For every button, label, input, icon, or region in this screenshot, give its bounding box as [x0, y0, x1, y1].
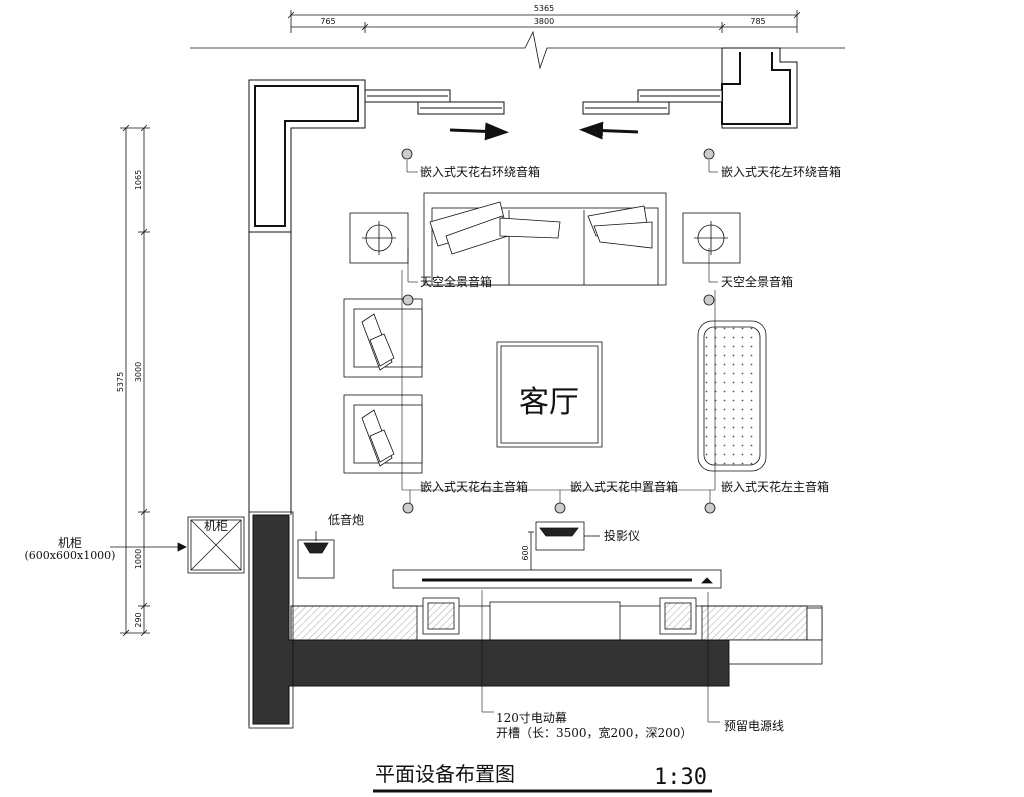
chaise-lounge	[697, 320, 767, 472]
dim-left-lower: 1000	[134, 549, 143, 569]
drawing-scale: 1:30	[654, 765, 707, 790]
armchair-lower	[343, 394, 423, 474]
speaker-sky-left	[402, 294, 414, 306]
structural-wall	[248, 511, 823, 729]
subwoofer	[297, 531, 335, 579]
speaker-ceiling-left-main	[704, 502, 716, 514]
label-cabinet-size: (600x600x1000)	[25, 549, 116, 562]
label-ceiling-right-main: 嵌入式天花右主音箱	[420, 479, 528, 494]
projection-screen	[392, 569, 722, 589]
label-cabinet-box: 机柜	[204, 519, 228, 533]
dim-left-bottom: 290	[134, 612, 143, 627]
label-cabinet-note: 机柜	[58, 536, 82, 550]
dim-top-middle: 3800	[534, 17, 554, 26]
label-screen-line2: 开槽（长：3500，宽200，深200）	[496, 725, 692, 740]
drawing-title: 平面设备布置图	[375, 762, 515, 786]
dim-top-right: 785	[750, 17, 765, 26]
dim-left-middle: 3000	[134, 362, 143, 382]
armchair-upper	[343, 298, 423, 378]
speaker-ceiling-right-main	[402, 502, 414, 514]
speaker-ceiling-right-surround	[401, 148, 413, 160]
room-name: 客厅	[519, 385, 579, 420]
label-ceiling-right-surround: 嵌入式天花右环绕音箱	[420, 164, 540, 179]
dim-left-total: 5375	[116, 372, 125, 392]
side-table-left	[349, 212, 409, 264]
leader-lines	[481, 590, 720, 723]
label-sky-left: 天空全景音箱	[420, 274, 492, 289]
label-ceiling-left-main: 嵌入式天花左主音箱	[721, 479, 829, 494]
label-sky-right: 天空全景音箱	[721, 274, 793, 289]
window-left	[364, 89, 509, 141]
label-ceiling-left-surround: 嵌入式天花左环绕音箱	[721, 164, 841, 179]
label-screen-line1: 120寸电动幕	[496, 711, 567, 725]
label-ceiling-center: 嵌入式天花中置音箱	[570, 479, 678, 494]
speaker-sky-right	[703, 294, 715, 306]
label-projector: 投影仪	[604, 528, 640, 543]
label-power: 预留电源线	[724, 719, 784, 733]
dim-top-total: 5365	[534, 4, 554, 13]
media-wall	[290, 597, 823, 641]
dim-top-left: 765	[320, 17, 335, 26]
side-table-right	[682, 212, 741, 264]
speaker-ceiling-center	[554, 502, 566, 514]
label-subwoofer: 低音炮	[328, 512, 364, 527]
left-dimensions	[120, 124, 150, 637]
equipment-cabinet	[110, 516, 245, 574]
window-right	[579, 89, 723, 140]
coffee-table	[496, 341, 603, 448]
dim-left-top: 1065	[134, 170, 143, 190]
speaker-ceiling-left-surround	[703, 148, 715, 160]
speaker-guides	[401, 160, 718, 503]
break-line	[190, 30, 845, 70]
sofa-three-seat	[423, 192, 667, 286]
dim-screen-offset: 600	[521, 545, 530, 560]
top-dimensions	[287, 10, 801, 33]
projector	[528, 521, 600, 578]
